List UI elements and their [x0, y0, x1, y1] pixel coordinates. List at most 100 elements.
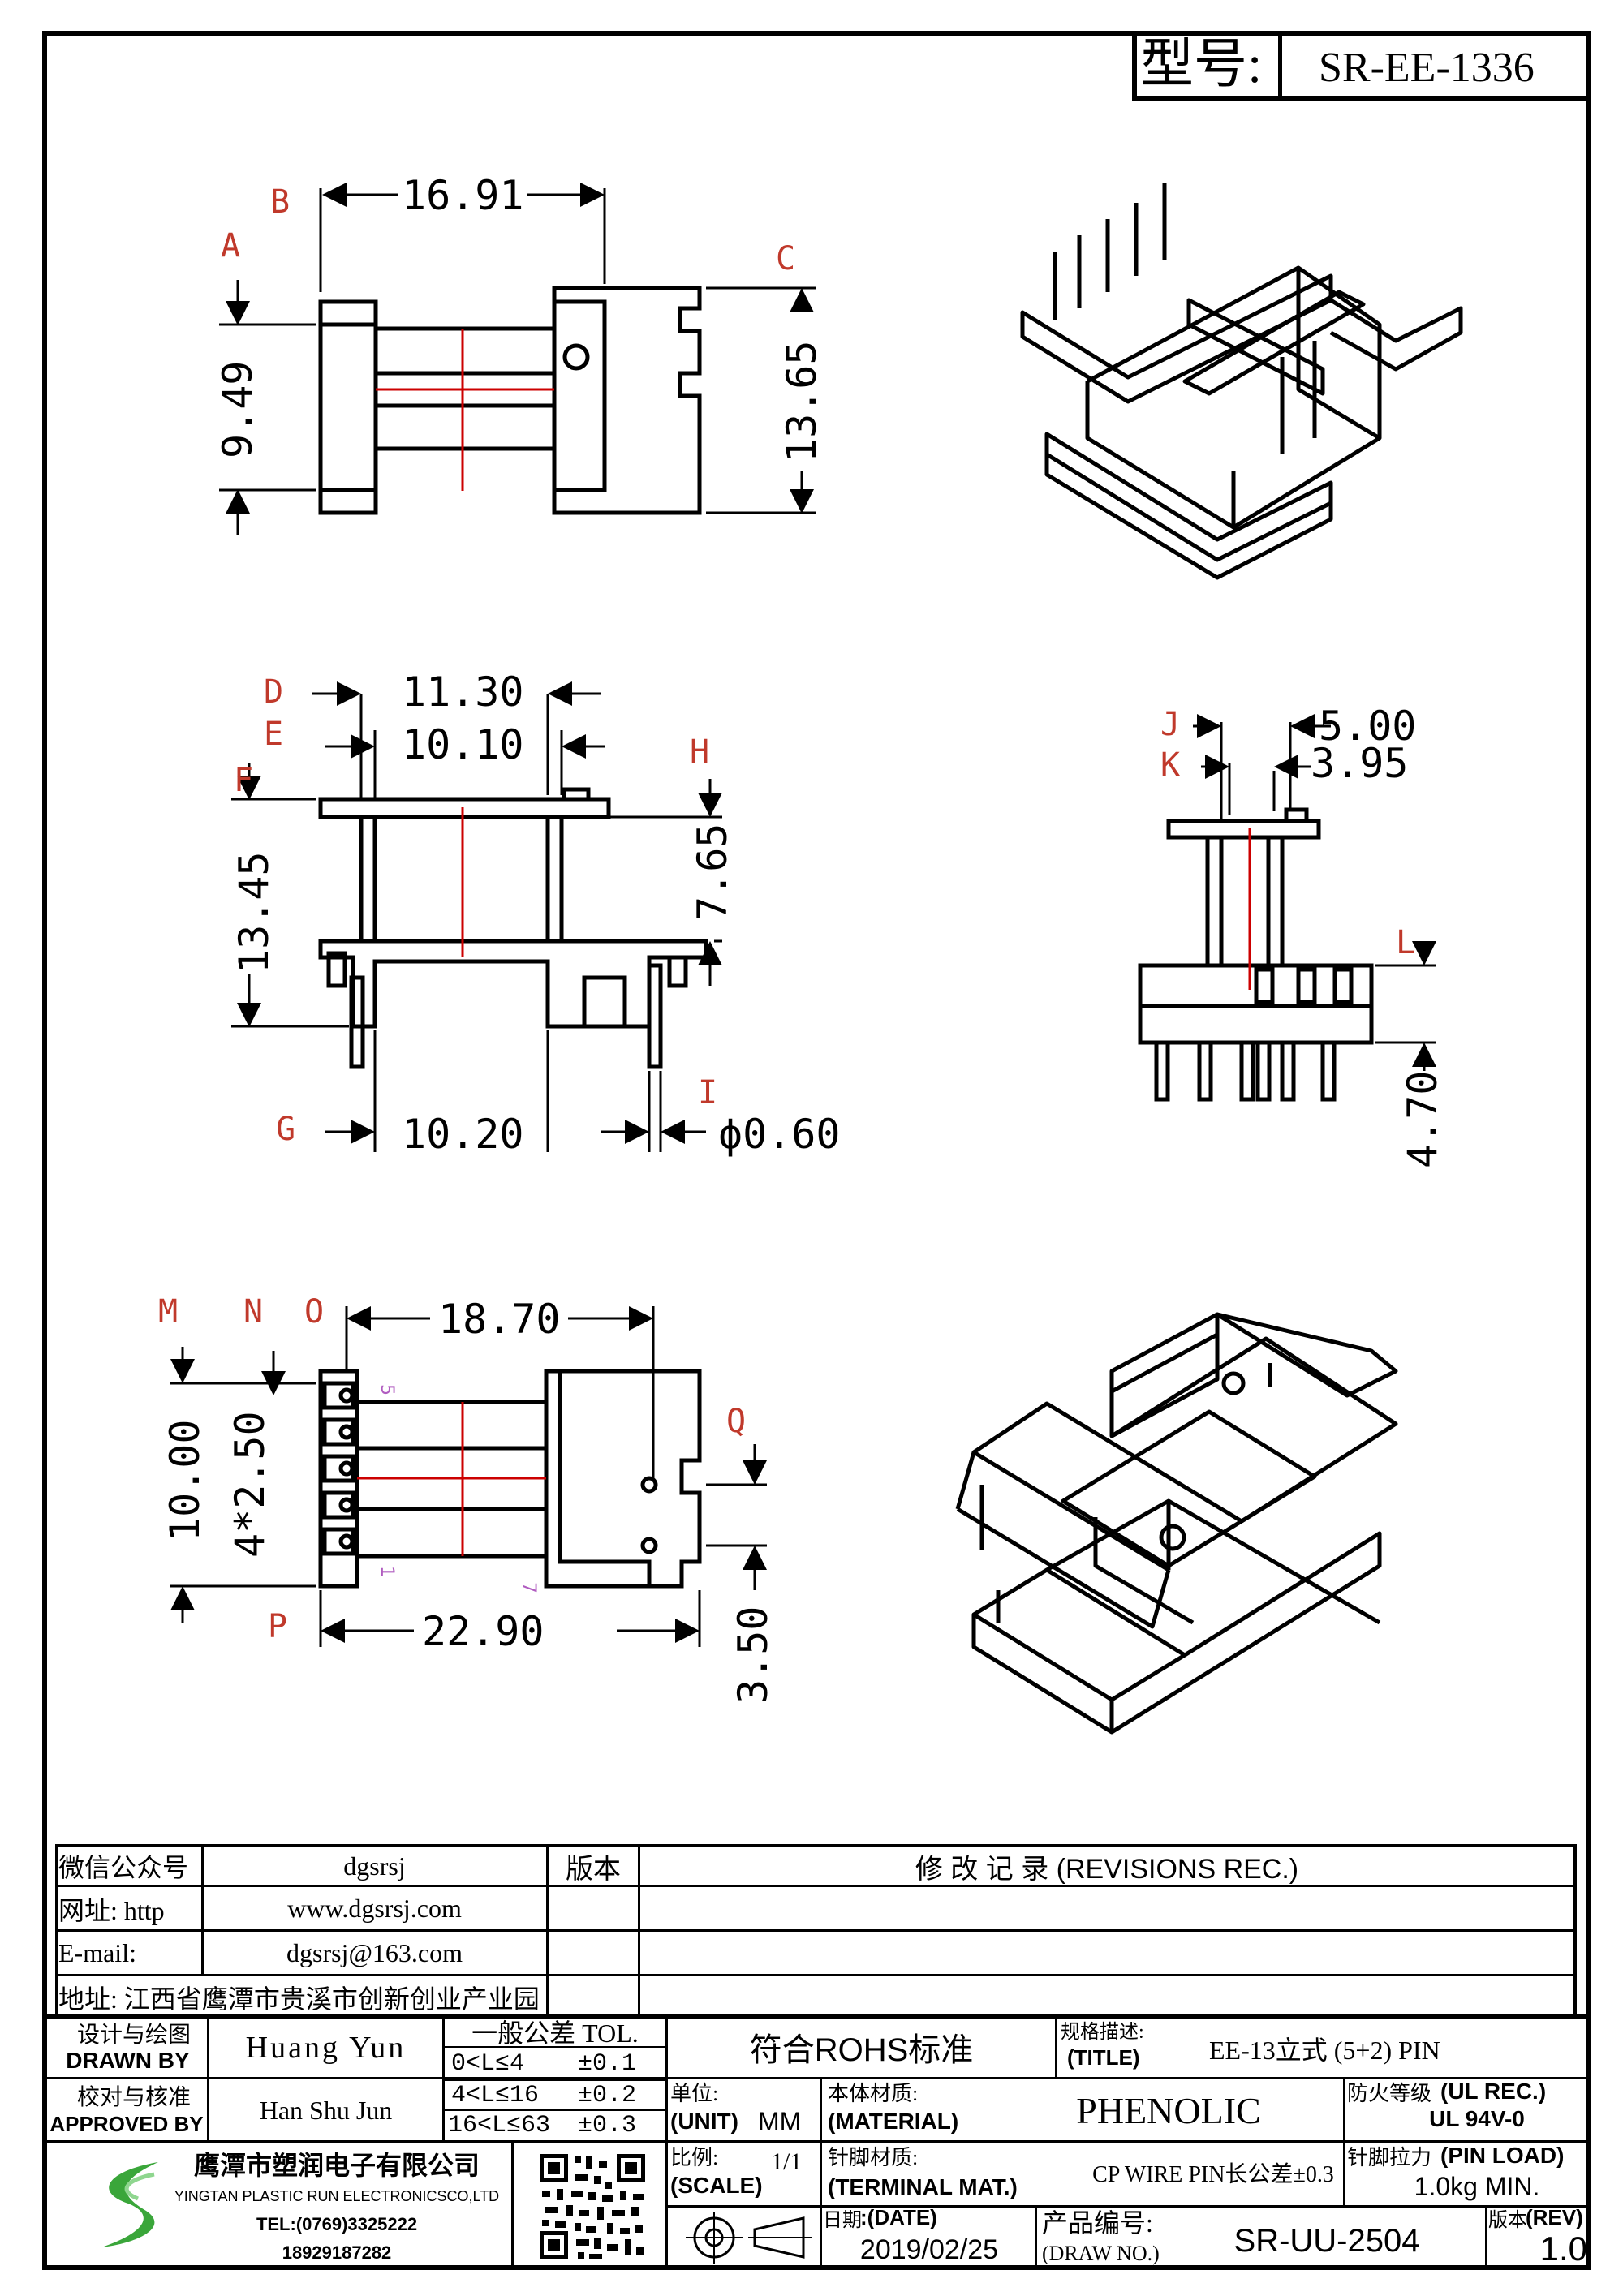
- qr-code[interactable]: [536, 2150, 649, 2264]
- company-name: 鹰潭市塑润电子有限公司: [193, 2151, 480, 2180]
- draw-no-label-cn: 产品编号:: [1042, 2208, 1153, 2238]
- unit-value: MM: [758, 2106, 802, 2136]
- projection-symbol-icon: [686, 2212, 812, 2264]
- side-view: [1138, 807, 1374, 1102]
- ref-g: G: [276, 1111, 295, 1148]
- dim-3-50: 3.50: [730, 1606, 777, 1704]
- company-tel: TEL:(0769)3325222: [256, 2214, 418, 2234]
- dim-9-49: 9.49: [214, 361, 261, 458]
- approved-by-value: Han Shu Jun: [259, 2096, 393, 2125]
- front-view-top-flange: [318, 797, 611, 819]
- rev-label-cn: 版本: [1488, 2209, 1527, 2231]
- pin-mark-5: 5: [377, 1384, 397, 1395]
- front-view-pin-right: [647, 963, 663, 1069]
- approved-by-label-en: APPROVED BY: [50, 2111, 204, 2136]
- approved-by-label-cn: 校对与核准: [76, 2085, 191, 2110]
- title-value: EE-13立式 (5+2) PIN: [1209, 2036, 1440, 2065]
- fire-rating-value: UL 94V-0: [1429, 2106, 1525, 2131]
- tolerance-range-2: 4<L≤16: [451, 2082, 540, 2109]
- ref-i: I: [698, 1074, 717, 1111]
- unit-label-en: (UNIT): [670, 2109, 738, 2134]
- ref-j: J: [1160, 706, 1180, 743]
- dim-10-10: 10.10: [402, 721, 524, 768]
- terminal-label-cn: 针脚材质:: [828, 2145, 919, 2169]
- pin-mark-7: 7: [519, 1582, 539, 1593]
- iso-view-top: [1020, 183, 1463, 580]
- ref-n: N: [243, 1293, 263, 1331]
- contact-label-email: E-mail:: [58, 1938, 136, 1967]
- tolerance-header: 一般公差 TOL.: [471, 2019, 639, 2046]
- ref-p: P: [268, 1608, 287, 1645]
- top-view-hole: [562, 343, 590, 371]
- dim-10-00: 10.00: [161, 1419, 209, 1541]
- dim-18-70: 18.70: [438, 1296, 561, 1343]
- iso-view-bottom: [955, 1312, 1398, 1735]
- scale-label-en: (SCALE): [670, 2173, 763, 2198]
- tolerance-value-3: ±0.3: [578, 2112, 637, 2139]
- ref-o: O: [304, 1293, 324, 1331]
- fire-rating-label-cn: 防火等级: [1347, 2081, 1432, 2105]
- ref-b: B: [270, 183, 290, 221]
- pin-load-value: 1.0kg MIN.: [1414, 2171, 1540, 2201]
- tolerance-range-1: 0<L≤4: [451, 2050, 525, 2078]
- dim-4x2-50: 4*2.50: [226, 1411, 273, 1558]
- contact-label-website: 网址: http: [58, 1895, 165, 1925]
- ref-l: L: [1396, 924, 1415, 961]
- company-phone: 18929187282: [282, 2242, 392, 2263]
- dim-7-65: 7.65: [689, 823, 736, 921]
- tolerance-value-2: ±0.2: [578, 2082, 637, 2109]
- revisions-version-header: 版本: [566, 1854, 621, 1885]
- contact-value-website: www.dgsrsj.com: [287, 1894, 462, 1923]
- terminal-label-en: (TERMINAL MAT.): [828, 2174, 1018, 2199]
- company-logo-icon: [101, 2162, 158, 2247]
- dim-phi-0-60: ϕ0.60: [718, 1111, 841, 1158]
- draw-no-value: SR-UU-2504: [1233, 2222, 1420, 2259]
- dim-13-65: 13.65: [778, 340, 825, 462]
- contact-address: 地址: 江西省鹰潭市贵溪市创新创业产业园: [58, 1984, 540, 2014]
- revisions-title: 修 改 记 录 (REVISIONS REC.): [915, 1853, 1299, 1885]
- ref-m: M: [158, 1293, 178, 1331]
- fire-rating-label-en: (UL REC.): [1440, 2079, 1547, 2104]
- ref-e: E: [264, 716, 283, 753]
- contact-value-wechat: dgsrsj: [343, 1851, 406, 1881]
- title-block: [42, 2014, 1591, 2270]
- unit-label-cn: 单位:: [670, 2081, 719, 2105]
- dim-4-70: 4.70: [1399, 1071, 1446, 1168]
- dim-13-45: 13.45: [230, 851, 278, 974]
- scale-label-cn: 比例:: [670, 2145, 719, 2169]
- title-label-en: (TITLE): [1067, 2044, 1140, 2070]
- contact-value-email: dgsrsj@163.com: [286, 1938, 463, 1967]
- tolerance-range-3: 16<L≤63: [448, 2112, 551, 2139]
- date-label-en: :(DATE): [860, 2204, 937, 2229]
- model-value: SR-EE-1336: [1319, 45, 1535, 91]
- model-divider: [1278, 31, 1282, 101]
- tolerance-value-1: ±0.1: [578, 2050, 637, 2078]
- ref-q: Q: [726, 1403, 746, 1440]
- ref-c: C: [776, 240, 795, 277]
- model-label: 型号:: [1140, 35, 1263, 94]
- draw-no-label-en: (DRAW NO.): [1042, 2242, 1160, 2265]
- material-value: PHENOLIC: [1076, 2089, 1261, 2131]
- ref-a: A: [221, 227, 240, 264]
- contact-label-wechat: 微信公众号: [58, 1853, 189, 1882]
- date-value: 2019/02/25: [859, 2234, 999, 2265]
- rohs-compliance: 符合ROHS标准: [749, 2032, 974, 2068]
- rev-label-en: (REV): [1526, 2204, 1583, 2229]
- drawn-by-label-en: DRAWN BY: [66, 2048, 190, 2073]
- pin-load-label-cn: 针脚拉力: [1347, 2145, 1432, 2169]
- ref-h: H: [690, 733, 709, 771]
- top-view: [318, 286, 702, 515]
- material-label-en: (MATERIAL): [828, 2109, 959, 2134]
- terminal-value: CP WIRE PIN长公差±0.3: [1092, 2162, 1334, 2187]
- dim-10-20: 10.20: [402, 1111, 524, 1158]
- technical-drawing: B A C 16.91 9.49 13.65: [158, 172, 1463, 1735]
- dim-16-91: 16.91: [402, 172, 524, 219]
- top-view-left-flange: [318, 299, 378, 515]
- top-view-right-block: [552, 286, 702, 515]
- pin-mark-1: 1: [377, 1566, 397, 1577]
- rev-value: 1.0: [1539, 2229, 1587, 2268]
- date-label-cn: 日期: [823, 2209, 862, 2231]
- front-view-pin-left: [349, 975, 365, 1069]
- drawn-by-label-cn: 设计与绘图: [76, 2023, 191, 2048]
- scale-value: 1/1: [771, 2148, 803, 2175]
